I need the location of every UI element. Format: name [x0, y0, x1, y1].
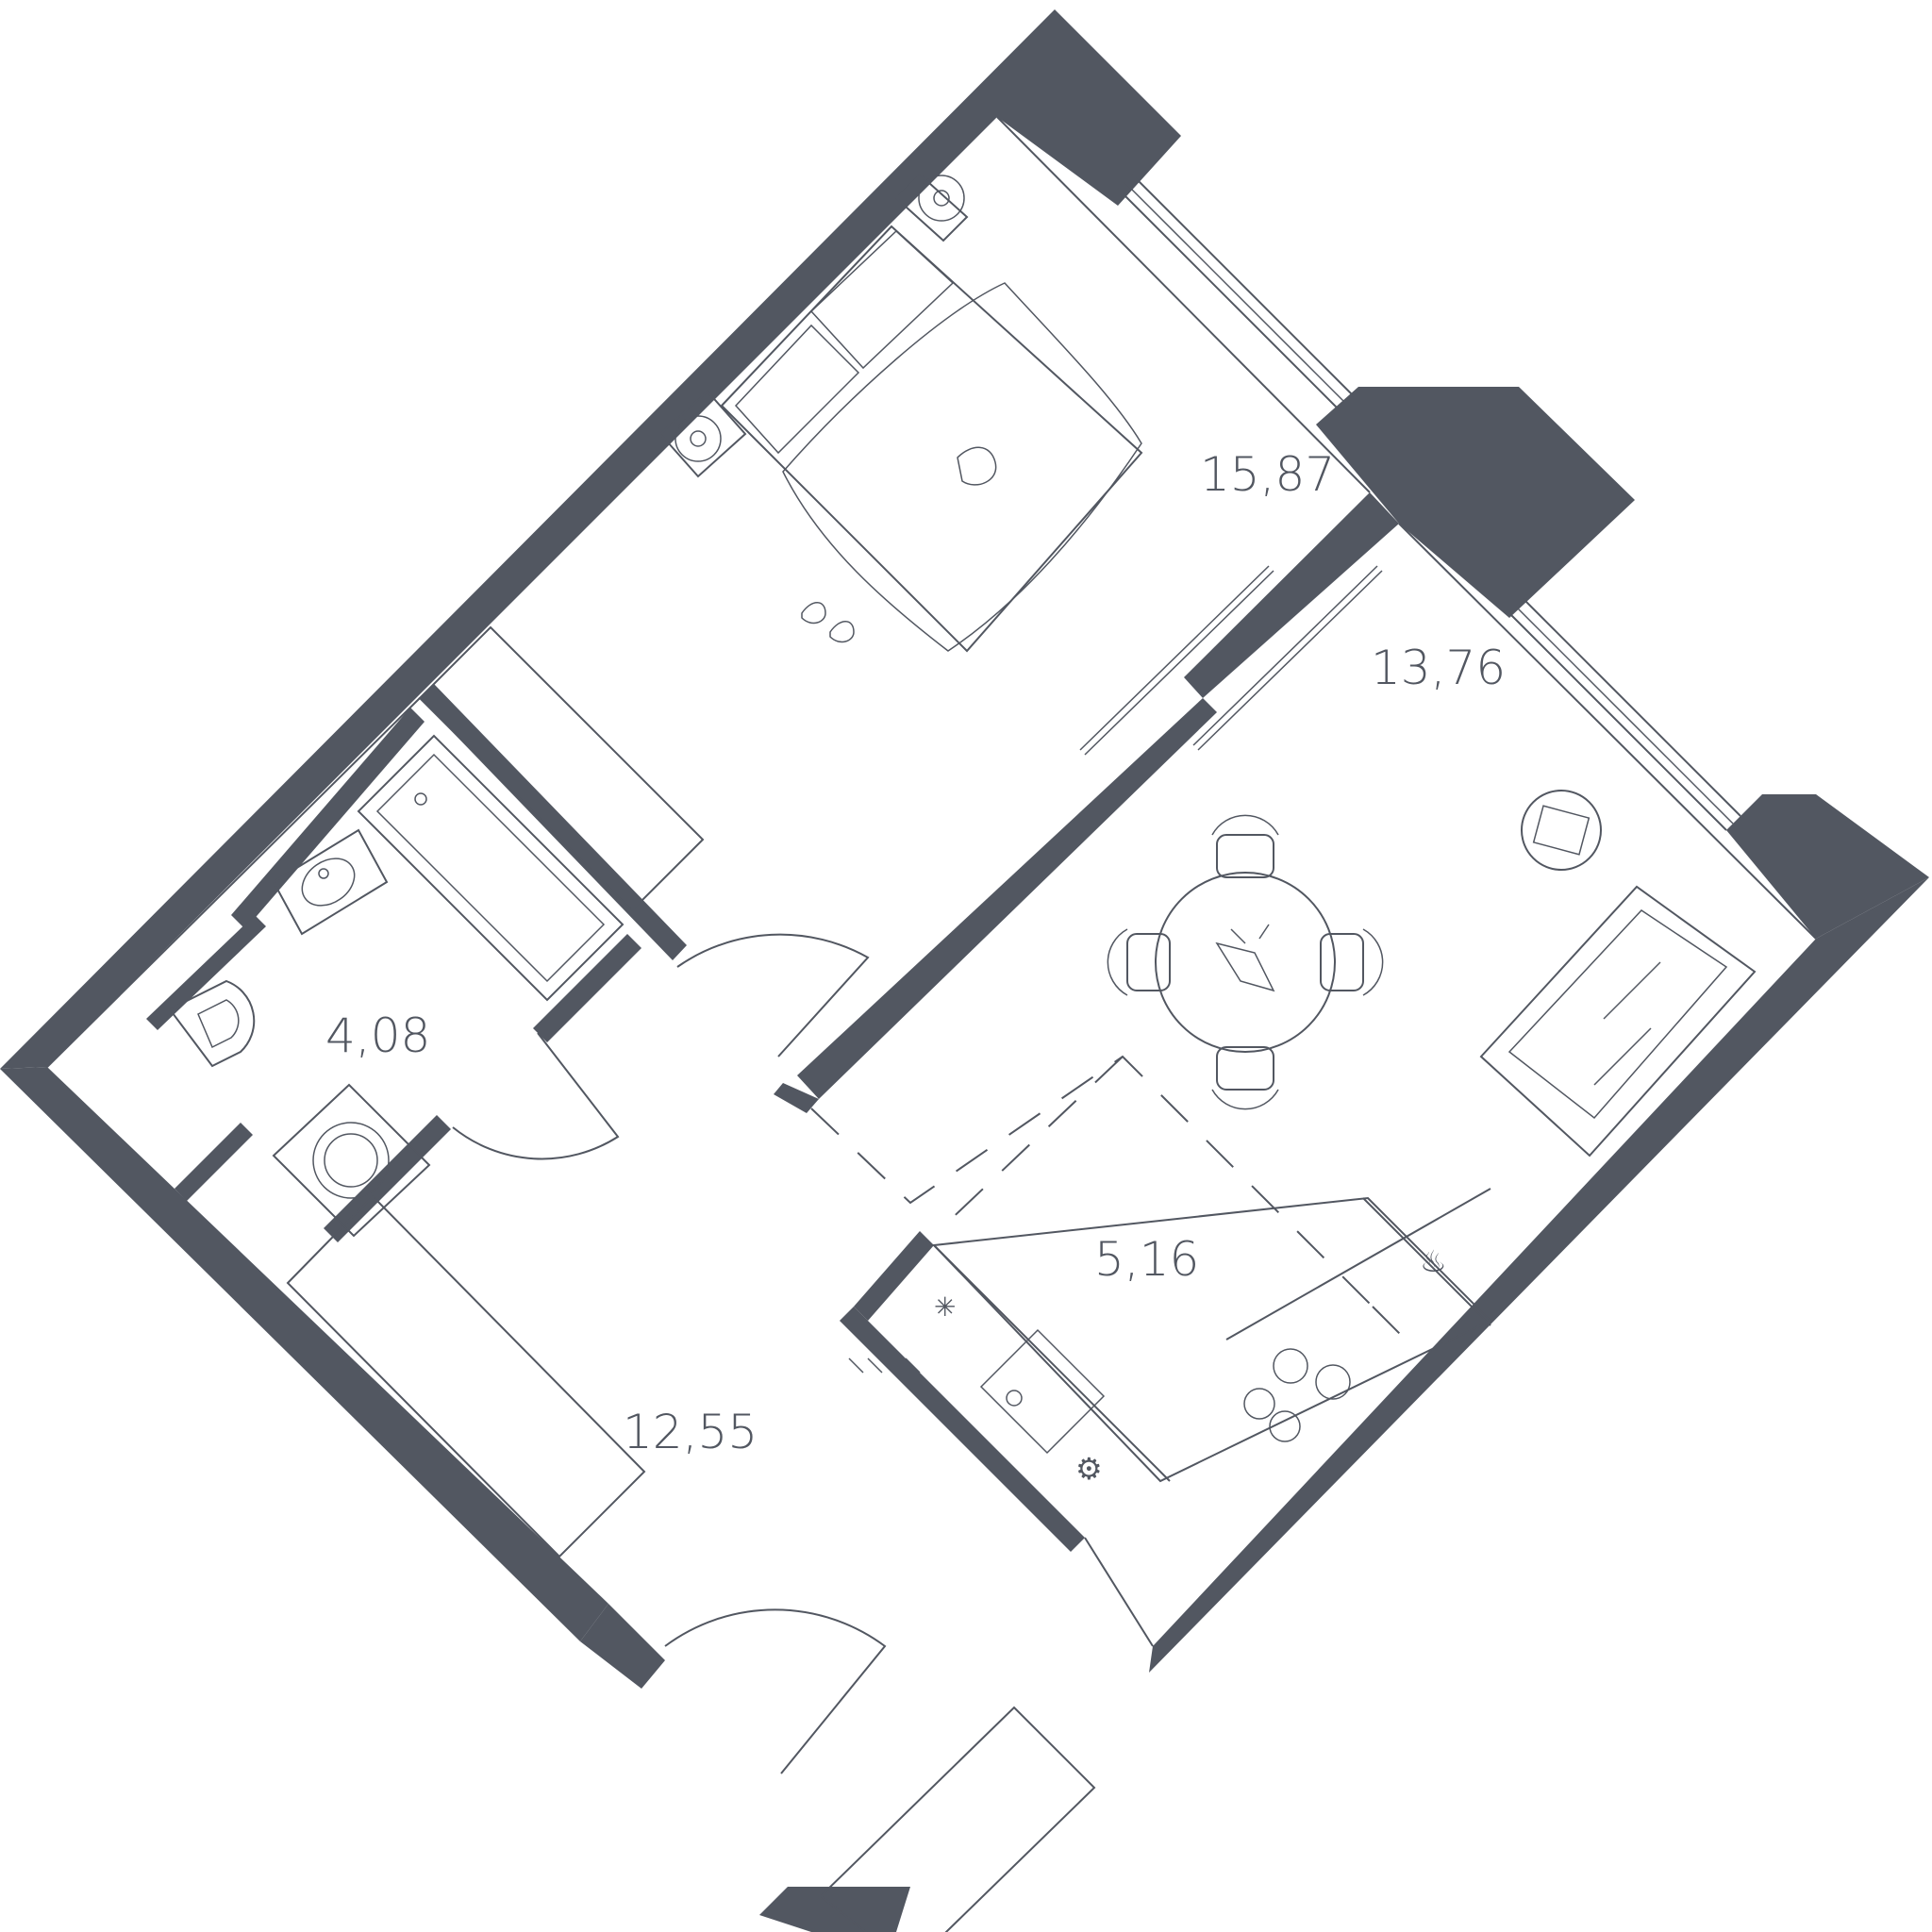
wall-inner-bathroom-right — [533, 934, 641, 1042]
wall-inner-door-stub-1 — [774, 1083, 819, 1113]
coffee-table — [1521, 790, 1602, 871]
sofa — [1479, 885, 1757, 1158]
mirror-living — [1192, 565, 1378, 746]
pillow-top — [809, 229, 955, 370]
wall-entrance-left — [580, 1604, 665, 1689]
wall-bottom-tip — [759, 1887, 910, 1932]
walls — [0, 9, 1929, 1932]
toilet — [168, 979, 256, 1068]
nightstand-top — [894, 173, 969, 242]
sink — [272, 828, 389, 936]
doors — [452, 933, 887, 1774]
chair-left — [1126, 933, 1171, 991]
dishwasher-icon: ⚙ — [1075, 1451, 1103, 1487]
wall-column-east — [1726, 794, 1929, 939]
kitchen-fixtures: ✳ ♨ ⚙ — [848, 1196, 1492, 1487]
wall-inner-bathroom-left-top — [231, 708, 425, 929]
cooktop-burner-4 — [1269, 1410, 1301, 1442]
living-furniture — [1107, 790, 1757, 1158]
wall-exterior-northwest — [0, 9, 1181, 1069]
kitchen-zone-dashed — [810, 1055, 1374, 1307]
area-label-bedroom: 15,87 — [1200, 447, 1335, 502]
wall-partition-bedroom-living — [1184, 492, 1399, 698]
outlines — [46, 116, 1817, 1647]
wardrobe-entrance — [819, 1706, 1096, 1932]
door-bedroom-swing — [676, 933, 870, 1058]
bedroom-furniture — [658, 173, 1383, 756]
bathtub — [357, 734, 625, 1002]
bathroom-fixtures — [168, 734, 625, 1238]
chair-top — [1216, 834, 1274, 878]
door-bathroom-swing — [452, 1032, 620, 1160]
mirror-bedroom — [1079, 565, 1270, 751]
wardrobe-bedroom — [418, 625, 705, 912]
chair-right — [1320, 933, 1364, 991]
bed — [720, 225, 1143, 653]
slippers — [801, 602, 855, 643]
counter — [931, 1196, 1492, 1483]
cooktop-burner-1 — [1273, 1348, 1308, 1384]
wall-partition-lower — [797, 698, 1217, 1099]
nightstand-bottom — [658, 390, 747, 478]
chair-bottom — [1216, 1046, 1274, 1091]
wall-kitchen-left — [854, 1231, 934, 1321]
kitchen-sink — [979, 1328, 1106, 1455]
wall-exterior-southeast — [1149, 877, 1929, 1673]
wall-inner-wardrobe-top — [420, 684, 687, 960]
pillow-bottom — [734, 324, 860, 455]
cat — [957, 446, 997, 486]
cooktop-burner-3 — [1243, 1388, 1275, 1420]
wardrobes — [286, 625, 1096, 1932]
shoes — [848, 1357, 921, 1374]
flame-icon: ♨ — [1420, 1243, 1447, 1279]
snowflake-icon: ✳ — [934, 1291, 956, 1323]
dining-table — [1155, 872, 1336, 1053]
wall-column-middle — [1316, 387, 1635, 618]
wall-inner-bathroom-left — [146, 915, 266, 1030]
door-entrance-swing — [664, 1608, 887, 1774]
wall-inner-bathroom-lower — [324, 1115, 451, 1242]
cooktop-burner-2 — [1315, 1364, 1351, 1400]
washing-machine — [272, 1083, 431, 1238]
area-labels: 15,87 13,76 4,08 5,16 12,55 — [325, 447, 1506, 1459]
area-label-living: 13,76 — [1371, 641, 1506, 695]
area-label-hallway: 12,55 — [623, 1405, 758, 1459]
area-label-bathroom: 4,08 — [325, 1008, 430, 1063]
blanket — [782, 282, 1142, 652]
area-label-kitchen: 5,16 — [1094, 1232, 1199, 1287]
wall-kitchen-bottom — [840, 1307, 1085, 1552]
wall-exterior-southwest — [0, 1067, 608, 1641]
wall-inner-niche — [175, 1123, 253, 1201]
